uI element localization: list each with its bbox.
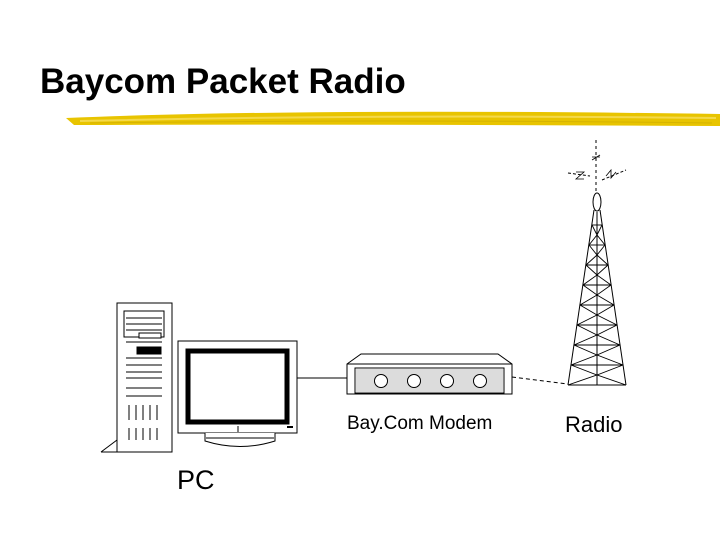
modem-label: Bay.Com Modem — [347, 413, 492, 434]
tower-lattice — [567, 224, 627, 386]
pc-label: PC — [177, 465, 215, 495]
radio-label: Radio — [565, 412, 622, 437]
title-underline — [66, 111, 720, 126]
antenna-tower-icon — [567, 140, 627, 386]
modem-icon — [346, 353, 513, 395]
slide-title: Baycom Packet Radio — [40, 62, 406, 101]
monitor-icon — [177, 340, 298, 447]
computer-tower-icon — [100, 302, 173, 453]
modem-radio-cable — [511, 376, 569, 385]
